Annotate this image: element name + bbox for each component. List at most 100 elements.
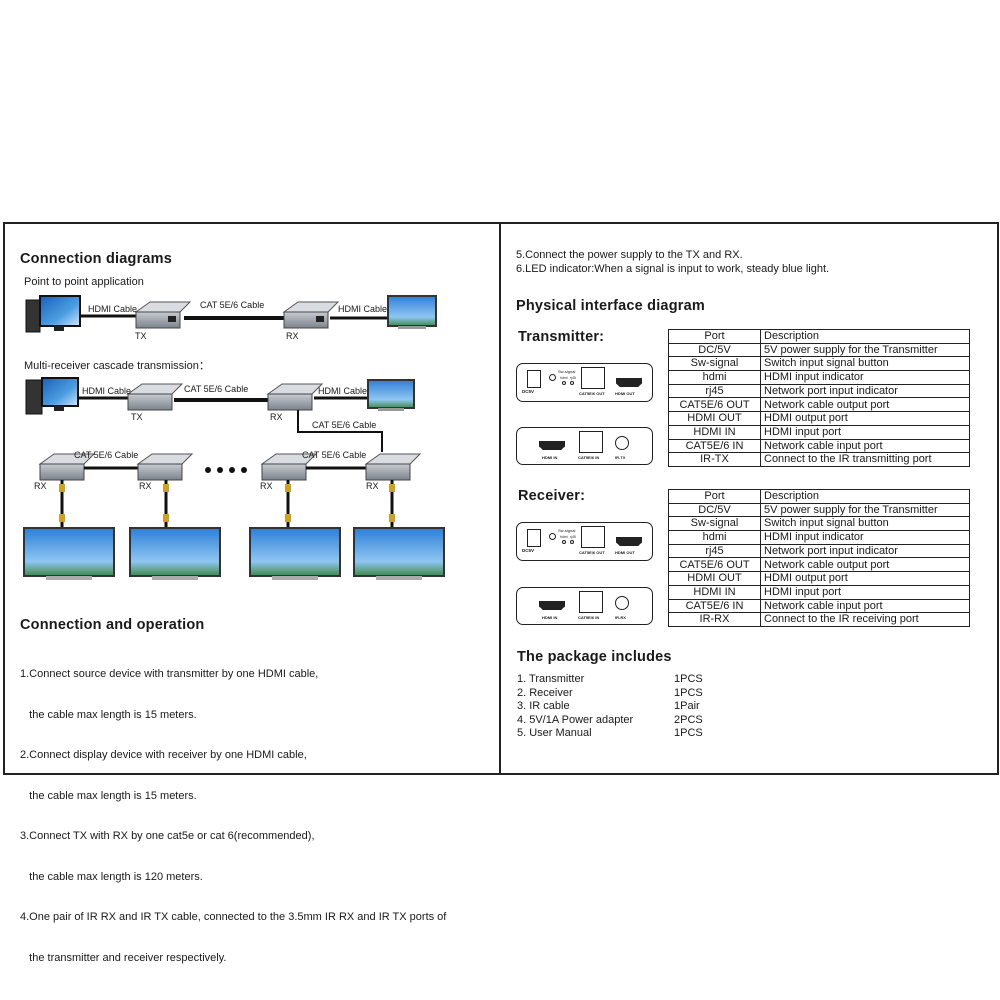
description-cell: Switch input signal button xyxy=(760,356,970,372)
package-item: 4. 5V/1A Power adapter xyxy=(517,713,634,726)
operation-step-line: 1.Connect source device with transmitter… xyxy=(20,668,319,680)
operation-step-line: 4.One pair of IR RX and IR TX cable, con… xyxy=(20,911,447,923)
rj45-port-icon xyxy=(581,367,605,389)
cascade-rx-label-top: RX xyxy=(270,412,283,422)
cat-out-label: CAT5E/6 OUT xyxy=(579,391,605,396)
cascade-cat-label-2: CAT 5E/6 Cable xyxy=(74,450,139,460)
cascade-display-1 xyxy=(23,527,115,580)
port-cell: DC/5V xyxy=(668,502,761,518)
cascade-display-2 xyxy=(129,527,221,580)
port-cell: CAT5E/6 OUT xyxy=(668,397,761,413)
package-item: 1. Transmitter xyxy=(517,673,585,685)
description-cell: Connect to the IR receiving port xyxy=(760,612,970,627)
cat-out-label: CAT5E/6 OUT xyxy=(579,550,605,555)
description-cell: HDMI input port xyxy=(760,584,970,600)
cascade-hdmi-label-2: HDMI Cable xyxy=(318,386,368,396)
description-cell: Network port input indicator xyxy=(760,543,970,559)
p2p-display xyxy=(387,295,437,329)
cascade-display-4 xyxy=(353,527,445,580)
sw-signal-label: Sw-signal xyxy=(558,369,576,374)
cascade-tx-box xyxy=(126,383,184,411)
hdmi-led-label: hdmi xyxy=(560,535,568,539)
description-cell: HDMI output port xyxy=(760,411,970,426)
dc5v-jack-icon xyxy=(527,529,541,547)
operation-step-line: the cable max length is 15 meters. xyxy=(20,708,197,721)
hdmi-out-label: HDMI OUT xyxy=(615,550,635,555)
package-item: 5. User Manual xyxy=(517,727,592,739)
cascade-rx-box-1 xyxy=(38,453,96,481)
cascade-cat-label-3: CAT 5E/6 Cable xyxy=(302,450,367,460)
description-header: Description xyxy=(760,489,970,504)
connection-diagrams-title: Connection diagrams xyxy=(20,251,173,267)
column-divider xyxy=(499,222,501,775)
operation-step-line: 5.Connect the power supply to the TX and… xyxy=(516,249,743,261)
package-qty: 1PCS xyxy=(674,673,703,685)
rj45-led-icon xyxy=(570,381,574,385)
description-cell: HDMI output port xyxy=(760,571,970,586)
port-cell: DC/5V xyxy=(668,342,761,358)
cascade-rx-box-2 xyxy=(136,453,194,481)
dc5v-label: DC5V xyxy=(522,548,535,553)
ir-tx-jack-icon xyxy=(615,436,629,450)
hdmi-out-label: HDMI OUT xyxy=(615,391,635,396)
hdmi-out-port-icon xyxy=(616,537,642,546)
cascade-source-computer xyxy=(25,377,79,415)
cat-in-label: CAT5E/6 IN xyxy=(578,455,600,460)
operation-step-line: 2.Connect display device with receiver b… xyxy=(20,749,307,761)
description-cell: Connect to the IR transmitting port xyxy=(760,452,970,467)
cascade-hdmi-plugs xyxy=(59,484,395,522)
description-cell: HDMI input port xyxy=(760,424,970,440)
sw-signal-button-icon xyxy=(549,533,556,540)
cascade-rx-box-3 xyxy=(260,453,318,481)
description-cell: Switch input signal button xyxy=(760,516,970,532)
dc5v-label: DC5V xyxy=(522,389,535,394)
operation-step-line: 3.Connect TX with RX by one cat5e or cat… xyxy=(20,830,315,842)
port-header: Port xyxy=(668,489,761,504)
hdmi-led-label: hdmi xyxy=(560,376,568,380)
hdmi-led-icon xyxy=(562,381,566,385)
package-item: 2. Receiver xyxy=(517,686,573,699)
cascade-hdmi-label-1: HDMI Cable xyxy=(82,386,132,396)
cascade-display-top xyxy=(367,379,415,411)
cascade-rx-box-top xyxy=(266,383,324,411)
port-header: Port xyxy=(668,329,761,344)
cascade-cat-label-link: CAT 5E/6 Cable xyxy=(312,420,377,430)
ir-rx-jack-icon xyxy=(615,596,629,610)
p2p-source-computer xyxy=(25,295,81,333)
port-cell: CAT5E/6 IN xyxy=(668,438,761,454)
manual-sheet xyxy=(3,222,999,775)
sw-signal-button-icon xyxy=(549,374,556,381)
description-cell: 5V power supply for the Transmitter xyxy=(760,342,970,358)
port-cell: hdmi xyxy=(668,370,761,385)
operation-step-line: the cable max length is 15 meters. xyxy=(20,789,197,802)
sw-signal-label: Sw-signal xyxy=(558,528,576,533)
port-cell: HDMI OUT xyxy=(668,411,761,426)
description-cell: Network port input indicator xyxy=(760,383,970,399)
p2p-hdmi-label-2: HDMI Cable xyxy=(338,304,388,314)
rx-front-panel: DC5V Sw-signal hdmi rj45 CAT5E/6 OUT HDM… xyxy=(516,522,653,561)
rj45-led-label: rj45 xyxy=(570,376,576,380)
tx-front-panel: DC5V Sw-signal hdmi rj45 CAT5E/6 OUT HDM… xyxy=(516,363,653,402)
p2p-rx-box xyxy=(282,301,340,329)
cascade-rx-label-3: RX xyxy=(260,481,273,491)
cascade-rx-label-1: RX xyxy=(34,481,47,491)
rj45-in-port-icon xyxy=(579,431,603,453)
port-cell: CAT5E/6 OUT xyxy=(668,557,761,573)
operation-steps: 1.Connect source device with transmitter… xyxy=(20,641,446,979)
package-qty: 1Pair xyxy=(674,700,700,712)
cat-in-label: CAT5E/6 IN xyxy=(578,615,600,620)
